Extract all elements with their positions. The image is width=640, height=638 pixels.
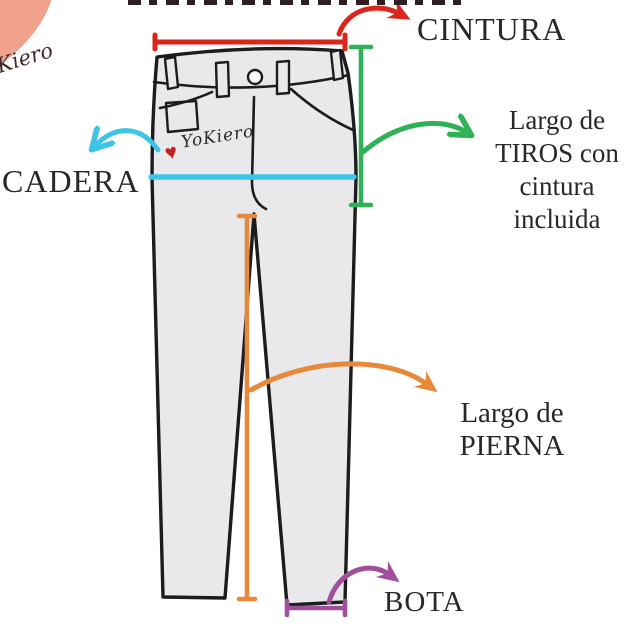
waist-arrow (336, 0, 411, 37)
hem-measure-line (284, 598, 348, 618)
jeans-outline (150, 46, 358, 607)
hem-arrow (326, 561, 400, 605)
coin-pocket (164, 99, 200, 134)
leg-label-line2: PIERNA (459, 430, 565, 462)
rise-label-line3: cintura (519, 171, 595, 201)
leg-measure-line (236, 213, 258, 602)
rise-label-line1: Largo de (508, 105, 606, 135)
waist-label: CINTURA (417, 11, 567, 47)
leg-label: Largo de PIERNA (438, 397, 586, 463)
rise-label: Largo de TIROS con cintura incluida (478, 104, 636, 236)
hem-label: BOTA (384, 586, 465, 618)
rise-measure-line (348, 44, 374, 208)
leg-arrow (248, 361, 438, 393)
leg-label-line1: Largo de (460, 397, 564, 429)
rise-label-line4: incluida (513, 204, 601, 234)
hip-arrow (96, 131, 161, 150)
waist-measure-line (152, 32, 348, 52)
jeans-button-icon (246, 68, 264, 86)
hip-label: CADERA (2, 163, 140, 199)
cropped-title-strip (128, 0, 464, 5)
rise-arrow (360, 123, 466, 155)
rise-label-line2: TIROS con (495, 138, 619, 168)
